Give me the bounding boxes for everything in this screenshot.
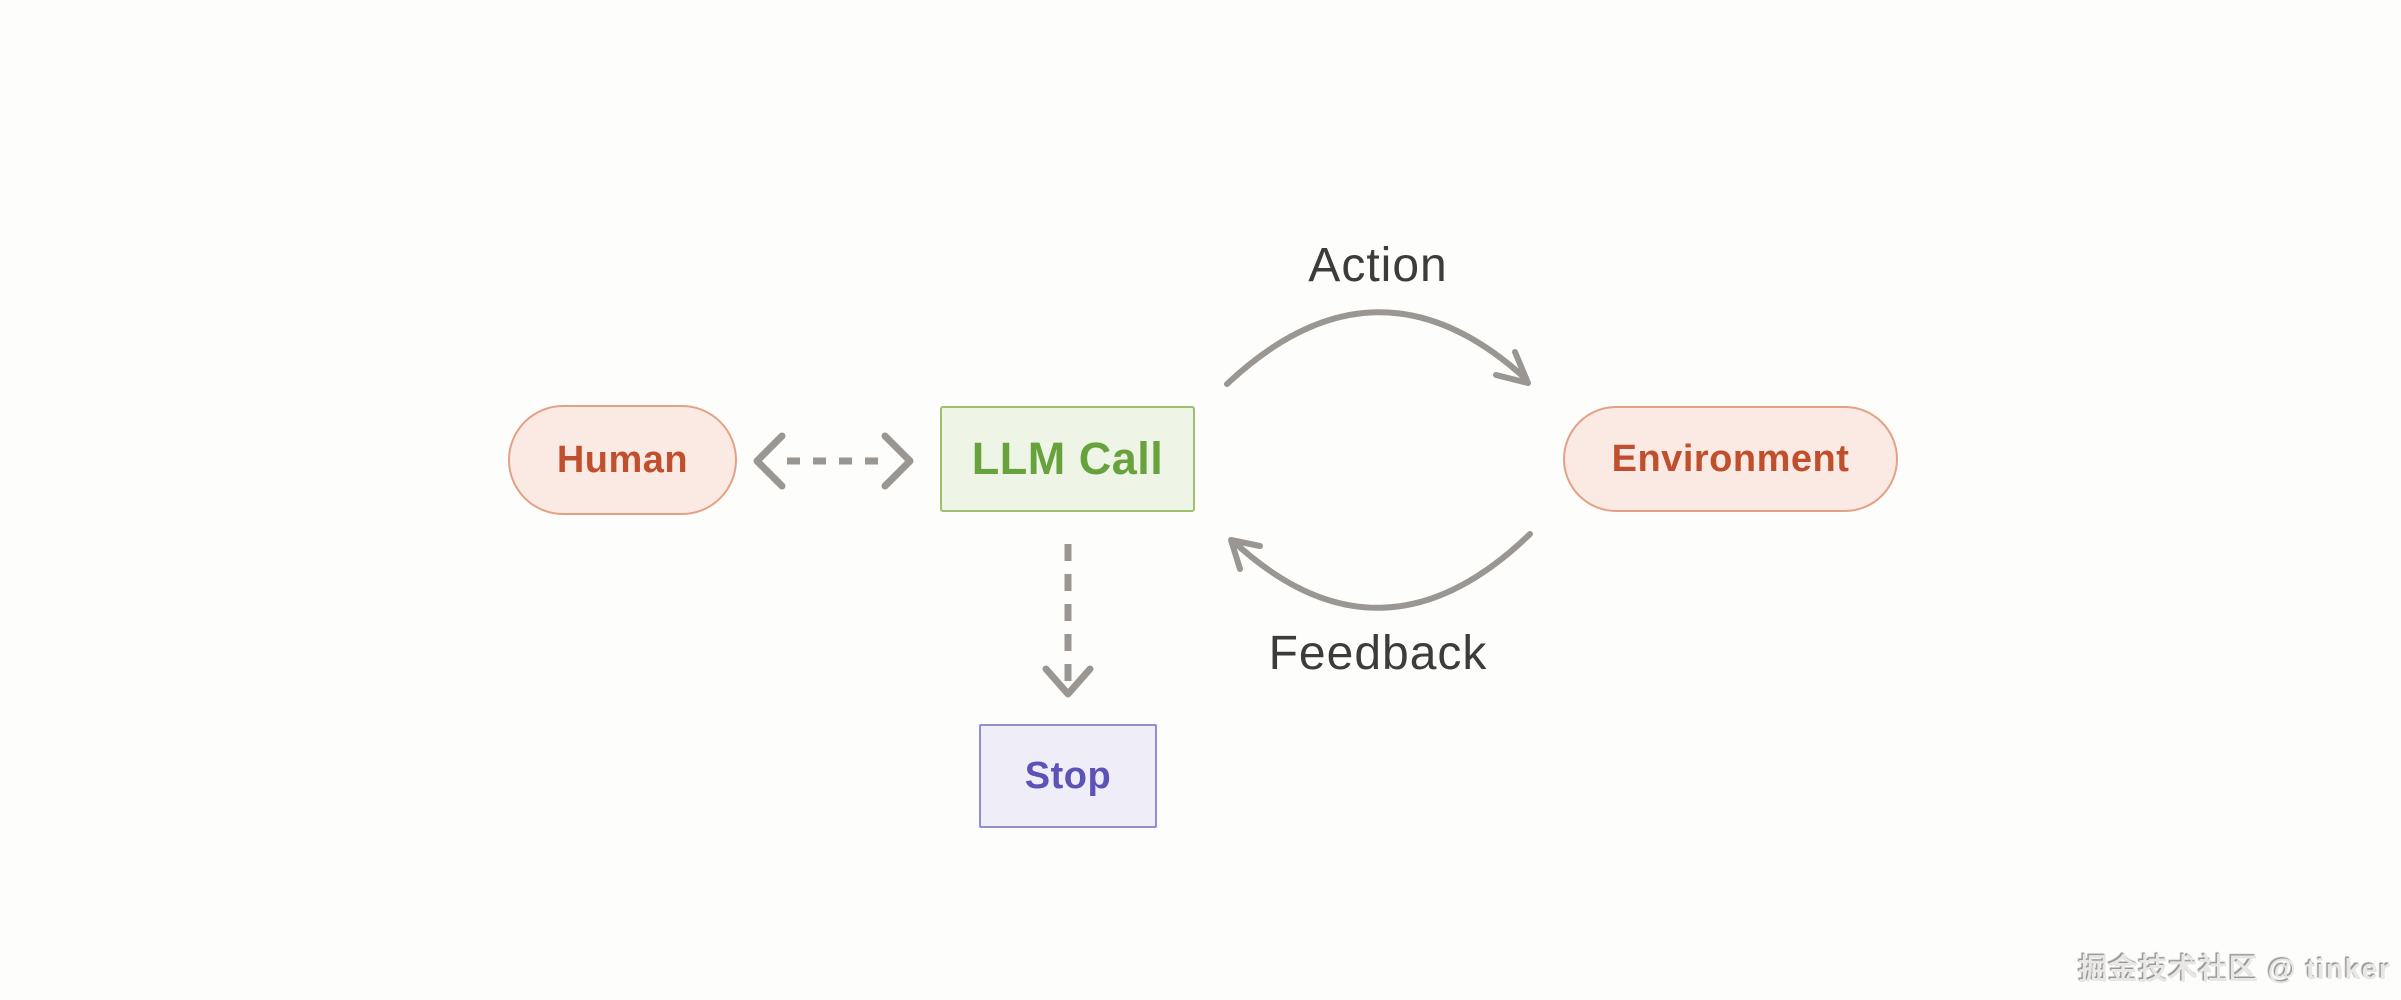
right-arrowhead-icon — [881, 432, 914, 490]
feedback-arc — [1230, 531, 1533, 611]
action-arrowhead-icon — [1493, 349, 1531, 386]
down-arrowhead-icon — [1042, 665, 1094, 698]
edge-llm-stop-dashed-arrow — [1042, 544, 1094, 698]
node-stop-label: Stop — [1024, 754, 1112, 797]
node-llm-call: LLM Call — [940, 406, 1195, 512]
node-llm-call-label: LLM Call — [971, 433, 1164, 484]
edge-human-llm-dashed-double-arrow — [753, 432, 914, 490]
action-label: Action — [1308, 239, 1448, 292]
feedback-arrowhead-icon — [1228, 537, 1263, 572]
feedback-label: Feedback — [1268, 627, 1488, 680]
watermark: 掘金技术社区 @ tinker — [2078, 954, 2391, 986]
action-arc — [1224, 309, 1529, 387]
node-human-label: Human — [556, 438, 689, 481]
edge-feedback-arrow — [1228, 531, 1533, 611]
node-stop: Stop — [979, 724, 1157, 828]
edge-action-arrow — [1224, 309, 1531, 387]
node-environment-label: Environment — [1611, 437, 1850, 480]
left-arrowhead-icon — [753, 432, 786, 490]
node-environment: Environment — [1563, 406, 1898, 512]
node-human: Human — [508, 405, 737, 515]
